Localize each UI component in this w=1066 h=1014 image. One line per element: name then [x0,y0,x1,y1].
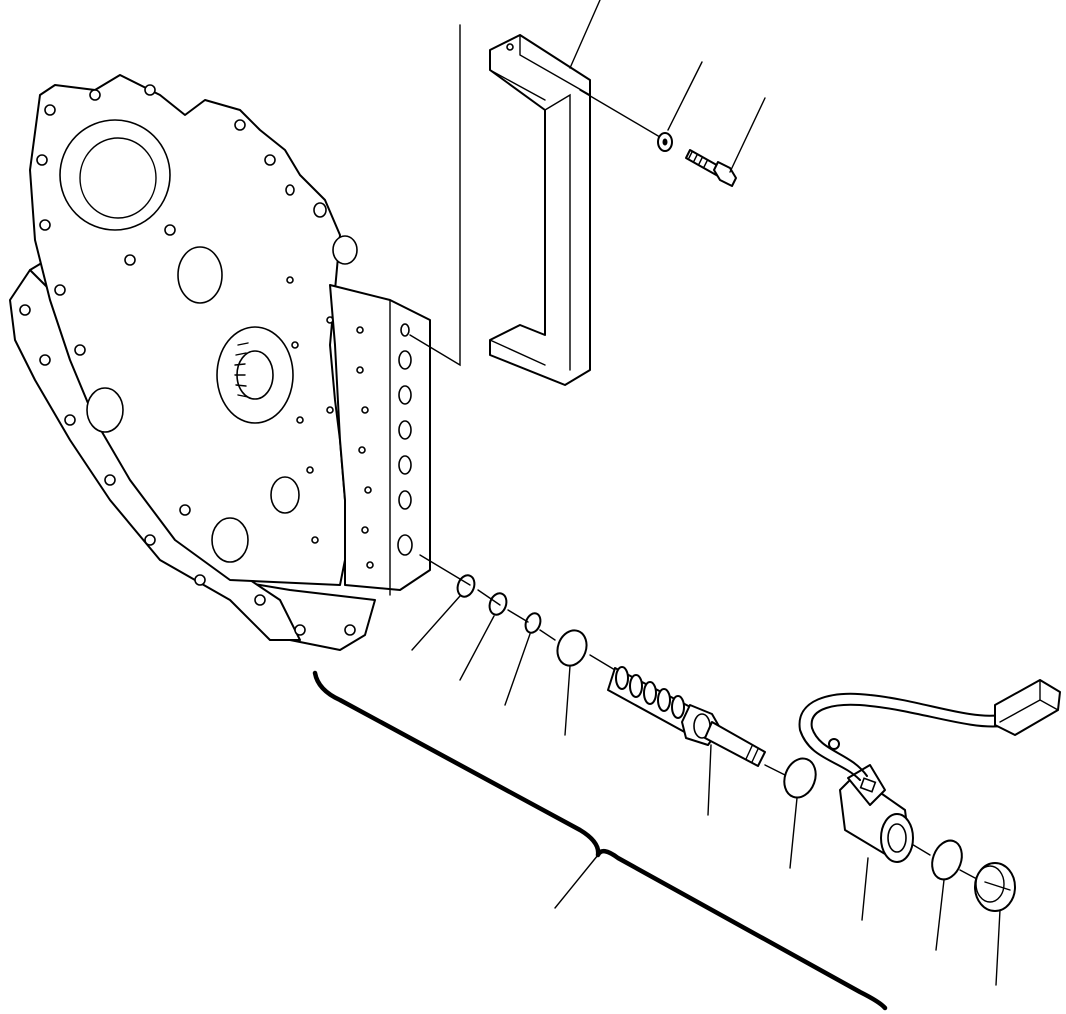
cap-nut-icon [974,862,1016,912]
o-ring-2-icon [488,592,508,616]
o-ring-1-icon [456,574,476,598]
connector-icon [798,679,1061,781]
assembly-brace [312,670,888,1011]
o-ring-4-icon [556,629,588,667]
o-ring-3-icon [524,612,542,634]
o-ring-5-icon [783,757,817,799]
leader-lines [411,0,1001,986]
bolt-icon [685,149,737,187]
valve-spool-icon [607,666,766,767]
solenoid-coil-icon [839,764,914,863]
alignment-lines [409,24,976,879]
bracket-icon [489,34,591,386]
housing-plate-icon [9,74,431,651]
o-ring-6-icon [931,839,963,881]
washer-icon [657,132,673,152]
